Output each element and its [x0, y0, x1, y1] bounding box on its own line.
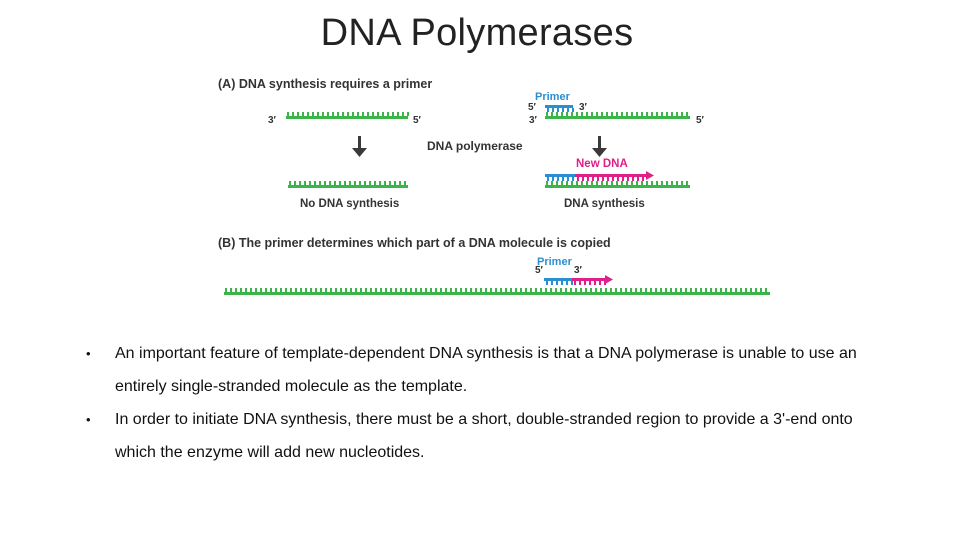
panel-b-heading: (B) The primer determines which part of …	[218, 236, 611, 250]
synthesis-template-strand	[545, 181, 690, 188]
long-template-strand-b	[224, 288, 770, 295]
primer-strand-a	[545, 105, 574, 112]
left-template-5-label: 5′	[413, 115, 422, 126]
bullet-item: • In order to initiate DNA synthesis, th…	[86, 404, 886, 469]
dna-polymerase-label: DNA polymerase	[427, 139, 523, 153]
bullet-dot: •	[86, 412, 91, 427]
new-dna-strand-b	[572, 275, 613, 285]
no-synthesis-template-strand	[288, 181, 408, 188]
right-template-3-label: 3′	[529, 115, 538, 126]
left-template-3-label: 3′	[268, 115, 277, 126]
primer-5-label-a: 5′	[528, 102, 537, 113]
right-template-5-label: 5′	[696, 115, 705, 126]
primer-3-label-a: 3′	[579, 102, 588, 113]
primer-strand-b	[544, 278, 573, 285]
no-dna-synthesis-label: No DNA synthesis	[300, 198, 399, 210]
down-arrow-left-icon	[352, 136, 367, 157]
bullet-list: • An important feature of template-depen…	[86, 338, 886, 470]
bullet-text: In order to initiate DNA synthesis, ther…	[115, 411, 853, 461]
new-dna-label: New DNA	[576, 158, 628, 170]
right-template-strand	[545, 112, 690, 119]
primer-3-label-b: 3′	[574, 265, 583, 276]
down-arrow-right-icon	[592, 136, 607, 157]
primer-label-b: Primer	[537, 256, 573, 268]
left-template-strand	[286, 112, 409, 119]
bullet-text: An important feature of template-depende…	[115, 345, 857, 395]
dna-polymerase-figure: (A) DNA synthesis requires a primer 3′ 5…	[218, 77, 770, 295]
primer-5-label-b: 5′	[535, 265, 544, 276]
primer-label-a: Primer	[535, 91, 571, 103]
synthesis-primer-strand	[545, 174, 575, 181]
bullet-dot: •	[86, 346, 91, 361]
new-dna-strand	[575, 171, 654, 181]
dna-synthesis-label: DNA synthesis	[564, 198, 645, 210]
bullet-item: • An important feature of template-depen…	[86, 338, 886, 403]
panel-a-heading: (A) DNA synthesis requires a primer	[218, 77, 432, 91]
slide-title: DNA Polymerases	[320, 12, 634, 54]
